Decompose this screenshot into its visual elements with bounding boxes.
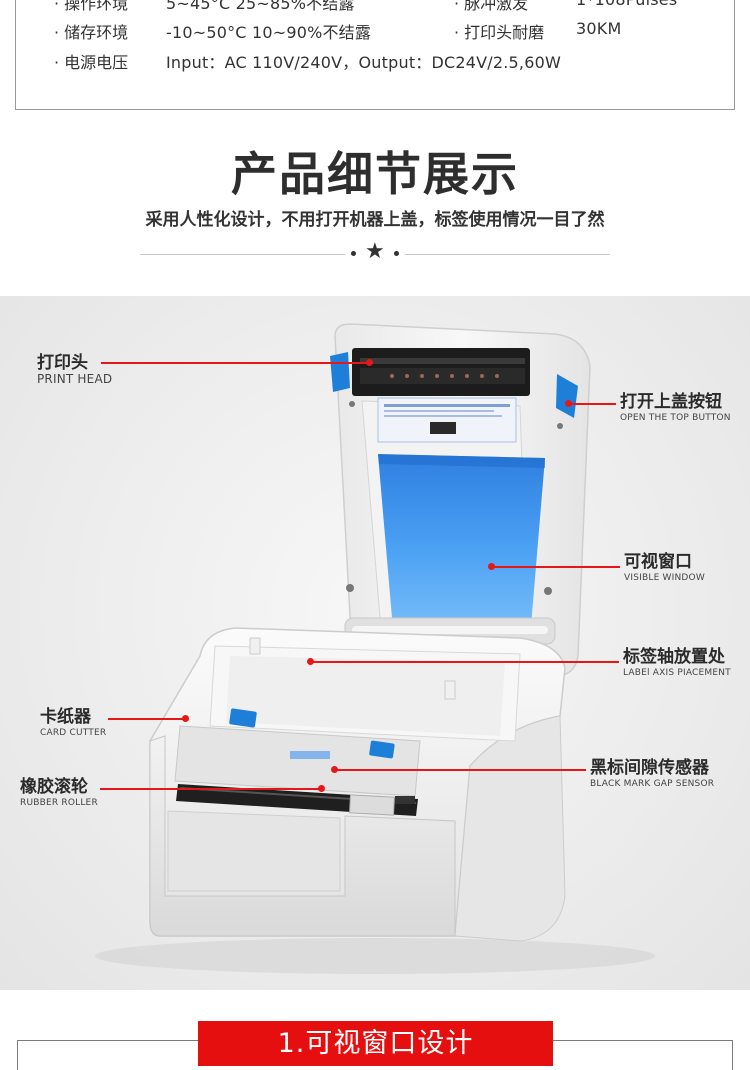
leader-dot-black-mark bbox=[331, 766, 338, 773]
label-printer-illustration bbox=[95, 323, 655, 974]
spec-table: · 操作环境 5~45°C 25~85%不结露 · 脉冲激发 1*108Puls… bbox=[15, 0, 735, 110]
callout-print-head-cn: 打印头 bbox=[37, 353, 88, 373]
leader-dot-print-head bbox=[366, 359, 373, 366]
callout-rubber-roller-en: RUBBER ROLLER bbox=[20, 798, 98, 808]
section-title: 产品细节展示 bbox=[231, 147, 519, 201]
divider-dot-left bbox=[351, 251, 356, 256]
spec-value-head-durability: 30KM bbox=[576, 19, 622, 38]
section-subtitle: 采用人性化设计，不用打开机器上盖，标签使用情况一目了然 bbox=[145, 210, 605, 230]
leader-line-black-mark bbox=[335, 769, 586, 771]
callout-visible-window-cn: 可视窗口 bbox=[624, 552, 692, 572]
divider-line-left bbox=[140, 254, 345, 255]
spec-label-operating-env: · 操作环境 bbox=[54, 0, 129, 13]
callout-visible-window-en: VISIBLE WINDOW bbox=[624, 573, 705, 583]
callout-open-top-en: OPEN THE TOP BUTTON bbox=[620, 413, 731, 423]
product-photo: 打印头 PRINT HEAD 打开上盖按钮 OPEN THE TOP BUTTO… bbox=[0, 296, 750, 990]
spec-label-pulse: · 脉冲激发 bbox=[454, 0, 529, 13]
callout-black-mark-en: BLACK MARK GAP SENSOR bbox=[590, 779, 715, 789]
spec-label-power: · 电源电压 bbox=[54, 53, 129, 72]
leader-dot-label-axis bbox=[307, 658, 314, 665]
divider-line-right bbox=[405, 254, 610, 255]
divider-star-icon: ★ bbox=[365, 239, 385, 264]
callout-black-mark-sensor: 黑标间隙传感器 BLACK MARK GAP SENSOR bbox=[590, 758, 714, 790]
callout-label-axis: 标签轴放置处 LABEl AXIS PIACEMENT bbox=[623, 647, 731, 679]
leader-line-open-top bbox=[568, 403, 616, 405]
callout-rubber-roller: 橡胶滚轮 RUBBER ROLLER bbox=[20, 777, 98, 809]
spec-value-power: Input：AC 110V/240V，Output：DC24V/2.5,60W bbox=[166, 53, 561, 72]
section-banner-visible-window: 1.可视窗口设计 bbox=[198, 1021, 553, 1066]
spec-value-storage-env: -10~50°C 10~90%不结露 bbox=[166, 23, 372, 42]
callout-open-top-cn: 打开上盖按钮 bbox=[620, 392, 722, 412]
leader-line-print-head bbox=[101, 362, 369, 364]
leader-line-visible-window bbox=[492, 566, 620, 568]
callout-label-axis-cn: 标签轴放置处 bbox=[623, 647, 725, 667]
spec-value-pulse: 1*108Pulses bbox=[576, 0, 677, 9]
leader-dot-card-cutter bbox=[182, 715, 189, 722]
callout-card-cutter: 卡纸器 CARD CUTTER bbox=[40, 707, 106, 739]
leader-line-card-cutter bbox=[108, 718, 185, 720]
callout-open-top-button: 打开上盖按钮 OPEN THE TOP BUTTON bbox=[620, 392, 731, 424]
leader-line-label-axis bbox=[311, 661, 619, 663]
callout-print-head-en: PRINT HEAD bbox=[37, 372, 113, 386]
callout-visible-window: 可视窗口 VISIBLE WINDOW bbox=[624, 552, 705, 584]
leader-dot-open-top bbox=[565, 400, 572, 407]
spec-label-head-durability: · 打印头耐磨 bbox=[454, 23, 545, 42]
spec-value-operating-env: 5~45°C 25~85%不结露 bbox=[166, 0, 355, 13]
leader-dot-visible-window bbox=[488, 563, 495, 570]
leader-dot-rubber-roller bbox=[318, 785, 325, 792]
callout-card-cutter-en: CARD CUTTER bbox=[40, 728, 107, 738]
callout-print-head: 打印头 PRINT HEAD bbox=[37, 353, 112, 385]
callout-rubber-roller-cn: 橡胶滚轮 bbox=[20, 777, 88, 797]
divider-dot-right bbox=[394, 251, 399, 256]
callout-card-cutter-cn: 卡纸器 bbox=[40, 707, 91, 727]
callout-black-mark-cn: 黑标间隙传感器 bbox=[590, 758, 709, 778]
spec-label-storage-env: · 储存环境 bbox=[54, 23, 129, 42]
leader-line-rubber-roller bbox=[100, 788, 322, 790]
callout-label-axis-en: LABEl AXIS PIACEMENT bbox=[623, 668, 731, 678]
